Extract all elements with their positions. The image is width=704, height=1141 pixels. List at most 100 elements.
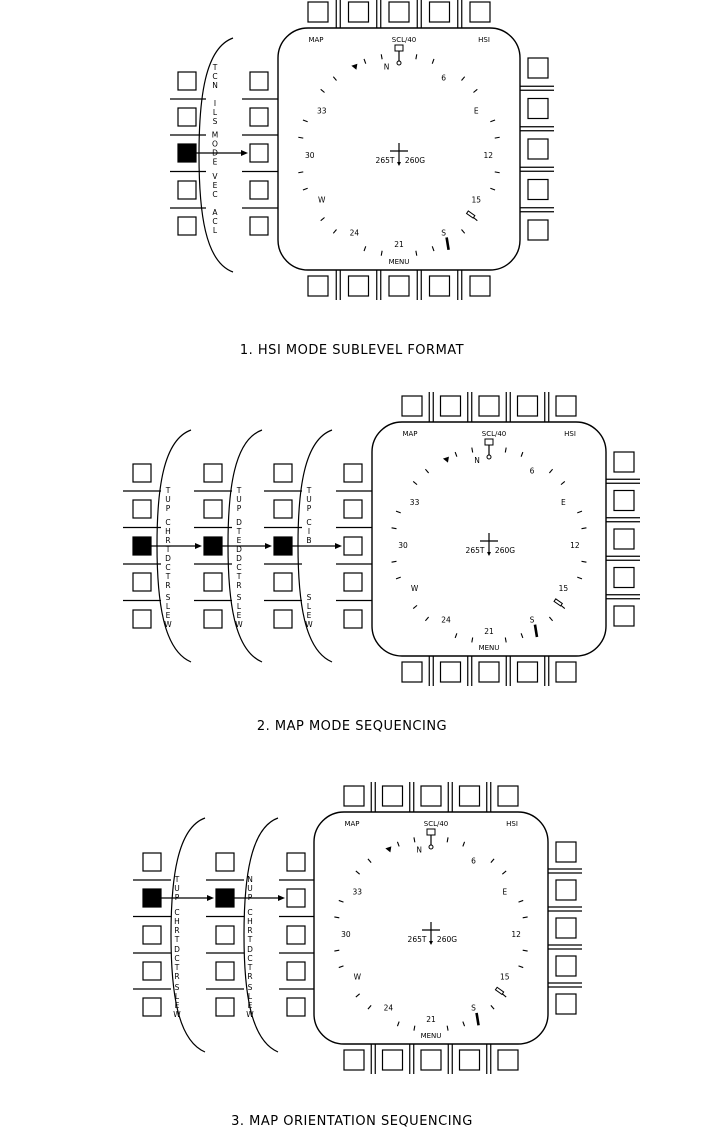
top-bezel-button[interactable] bbox=[388, 1, 410, 23]
option-button[interactable] bbox=[203, 572, 223, 592]
option-button[interactable] bbox=[343, 463, 363, 483]
bottom-bezel-button[interactable] bbox=[516, 661, 539, 683]
top-bezel-button[interactable] bbox=[516, 395, 539, 417]
bottom-bezel-button[interactable] bbox=[478, 661, 500, 683]
option-button[interactable] bbox=[132, 609, 152, 629]
option-button[interactable] bbox=[286, 888, 306, 908]
option-button[interactable] bbox=[343, 499, 363, 519]
option-button[interactable] bbox=[273, 609, 293, 629]
option-char: C bbox=[212, 190, 217, 199]
option-button[interactable] bbox=[142, 961, 162, 981]
bottom-bezel-button[interactable] bbox=[428, 275, 451, 297]
option-button[interactable] bbox=[286, 997, 306, 1017]
right-bezel-button[interactable] bbox=[613, 489, 635, 512]
top-bezel-button[interactable] bbox=[381, 785, 404, 807]
bottom-bezel-button[interactable] bbox=[381, 1049, 404, 1071]
compass-tick bbox=[471, 447, 474, 453]
top-bezel-button[interactable] bbox=[343, 785, 365, 807]
option-button[interactable] bbox=[215, 925, 235, 945]
option-button[interactable] bbox=[343, 609, 363, 629]
right-bezel-button[interactable] bbox=[555, 841, 577, 863]
option-button[interactable] bbox=[177, 216, 197, 236]
bottom-bezel-button[interactable] bbox=[420, 1049, 442, 1071]
option-button[interactable] bbox=[177, 71, 197, 91]
option-button[interactable] bbox=[203, 463, 223, 483]
option-button[interactable] bbox=[215, 997, 235, 1017]
top-bezel-button[interactable] bbox=[439, 395, 462, 417]
top-bezel-button[interactable] bbox=[555, 395, 577, 417]
right-bezel-button[interactable] bbox=[527, 178, 549, 201]
option-button[interactable] bbox=[286, 961, 306, 981]
compass-label: W bbox=[411, 584, 419, 593]
bottom-bezel-button[interactable] bbox=[469, 275, 491, 297]
compass-label: 15 bbox=[559, 584, 569, 593]
bottom-bezel-button[interactable] bbox=[439, 661, 462, 683]
top-bezel-button[interactable] bbox=[420, 785, 442, 807]
option-button[interactable] bbox=[249, 71, 269, 91]
option-button[interactable] bbox=[132, 572, 152, 592]
option-button[interactable] bbox=[215, 852, 235, 872]
option-button[interactable] bbox=[215, 888, 235, 908]
right-bezel-button[interactable] bbox=[555, 993, 577, 1015]
right-bezel-button[interactable] bbox=[555, 955, 577, 977]
bottom-bezel-button[interactable] bbox=[307, 275, 329, 297]
bottom-bezel-button[interactable] bbox=[555, 661, 577, 683]
top-bezel-button[interactable] bbox=[469, 1, 491, 23]
right-bezel-button[interactable] bbox=[527, 219, 549, 241]
option-button[interactable] bbox=[142, 888, 162, 908]
top-bezel-button[interactable] bbox=[478, 395, 500, 417]
right-bezel-button[interactable] bbox=[613, 451, 635, 473]
right-bezel-button[interactable] bbox=[527, 57, 549, 79]
right-bezel-button[interactable] bbox=[527, 138, 549, 160]
compass-tick bbox=[367, 1004, 372, 1010]
option-button[interactable] bbox=[286, 925, 306, 945]
option-button[interactable] bbox=[273, 499, 293, 519]
top-bezel-button[interactable] bbox=[428, 1, 451, 23]
option-button[interactable] bbox=[142, 925, 162, 945]
option-char: C bbox=[306, 518, 311, 527]
right-bezel-button[interactable] bbox=[613, 605, 635, 627]
option-button[interactable] bbox=[215, 961, 235, 981]
option-button[interactable] bbox=[203, 536, 223, 556]
right-bezel-button[interactable] bbox=[527, 97, 549, 120]
bottom-bezel-button[interactable] bbox=[388, 275, 410, 297]
top-bezel-button[interactable] bbox=[401, 395, 423, 417]
top-bezel-button[interactable] bbox=[347, 1, 370, 23]
right-bezel-button[interactable] bbox=[555, 879, 577, 901]
option-button[interactable] bbox=[177, 180, 197, 200]
option-button[interactable] bbox=[142, 852, 162, 872]
top-bezel-button[interactable] bbox=[497, 785, 519, 807]
option-button[interactable] bbox=[132, 499, 152, 519]
option-button[interactable] bbox=[142, 997, 162, 1017]
true-heading-readout: 265T bbox=[376, 156, 395, 165]
option-button[interactable] bbox=[177, 143, 197, 163]
option-button[interactable] bbox=[132, 463, 152, 483]
right-bezel-button[interactable] bbox=[555, 917, 577, 939]
option-button[interactable] bbox=[249, 107, 269, 127]
right-bezel-button[interactable] bbox=[613, 566, 635, 589]
bottom-bezel-button[interactable] bbox=[458, 1049, 481, 1071]
top-bezel-button[interactable] bbox=[458, 785, 481, 807]
option-button[interactable] bbox=[343, 536, 363, 556]
option-button[interactable] bbox=[132, 536, 152, 556]
option-button[interactable] bbox=[273, 536, 293, 556]
option-button[interactable] bbox=[249, 216, 269, 236]
bottom-bezel-button[interactable] bbox=[401, 661, 423, 683]
option-button[interactable] bbox=[177, 107, 197, 127]
option-button[interactable] bbox=[203, 499, 223, 519]
right-bezel-button[interactable] bbox=[613, 528, 635, 550]
option-button[interactable] bbox=[273, 463, 293, 483]
option-button[interactable] bbox=[249, 180, 269, 200]
bottom-bezel-button[interactable] bbox=[497, 1049, 519, 1071]
top-bezel-button[interactable] bbox=[307, 1, 329, 23]
bottom-bezel-button[interactable] bbox=[347, 275, 370, 297]
option-button[interactable] bbox=[273, 572, 293, 592]
bottom-bezel-button[interactable] bbox=[343, 1049, 365, 1071]
option-char: D bbox=[236, 518, 242, 527]
compass-label: 21 bbox=[394, 240, 404, 249]
option-button[interactable] bbox=[286, 852, 306, 872]
option-button[interactable] bbox=[343, 572, 363, 592]
option-button[interactable] bbox=[203, 609, 223, 629]
option-button[interactable] bbox=[249, 143, 269, 163]
